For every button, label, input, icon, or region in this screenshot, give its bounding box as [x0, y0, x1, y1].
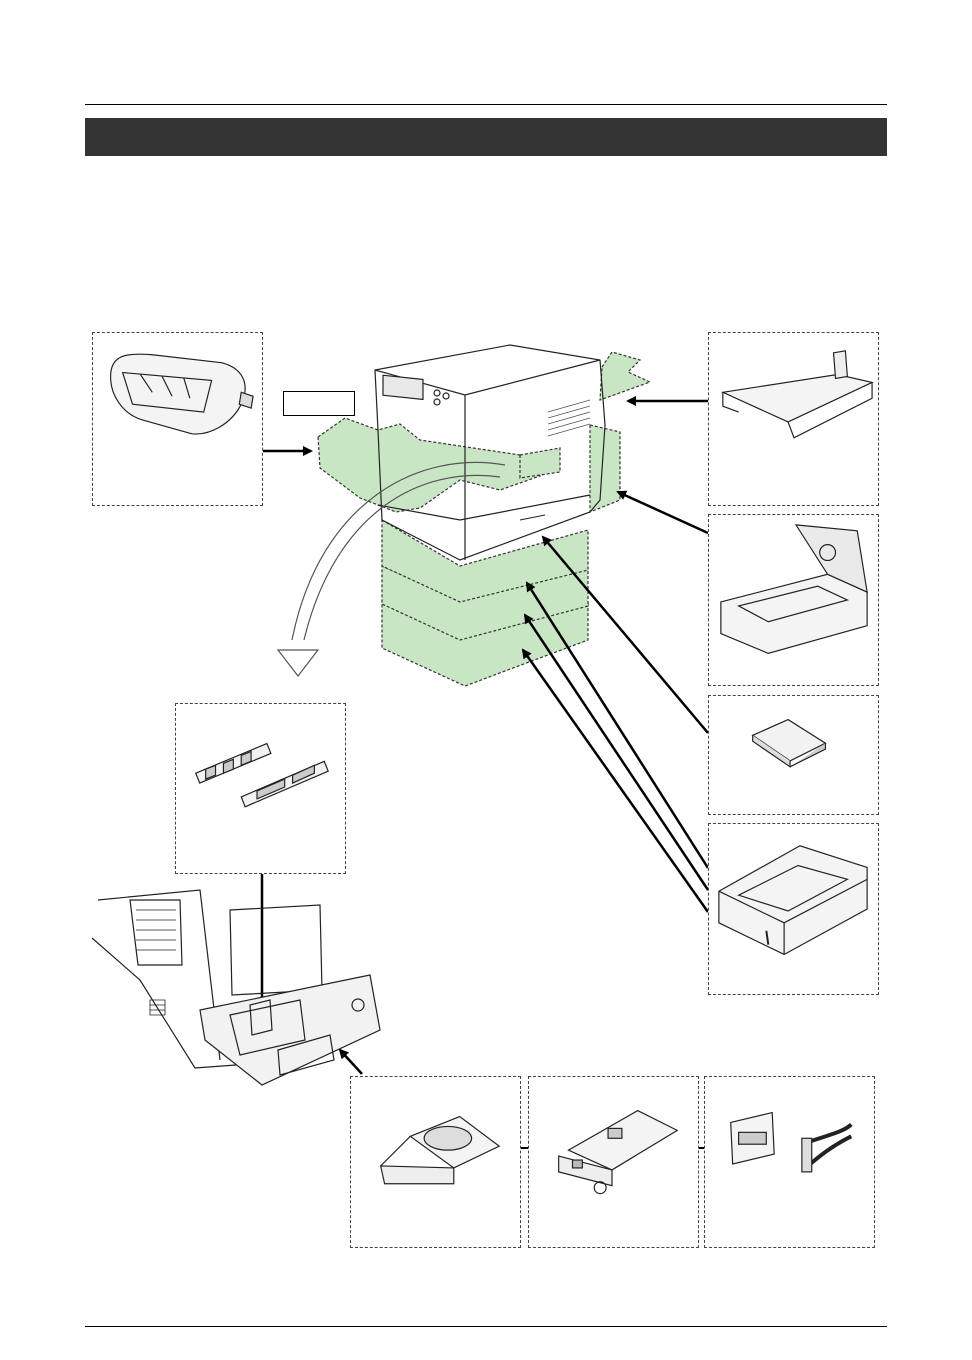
rear-view-curve-arrow — [276, 461, 506, 677]
printer-rear-view — [91, 889, 381, 1086]
dimm-memory-icon — [194, 742, 329, 808]
duplex-unit-shape — [589, 424, 621, 513]
arrow-memory-card — [541, 535, 709, 734]
network-card-box — [528, 1076, 699, 1248]
memory-card-box — [708, 695, 879, 815]
section-banner — [85, 118, 887, 156]
stacked-feeder-shapes — [317, 351, 652, 687]
arrow-duplex-unit — [616, 490, 709, 535]
compactflash-card-icon — [751, 718, 827, 768]
output-tray-shape — [599, 351, 652, 401]
paper-feeder-icon — [718, 845, 868, 956]
side-slot-shape — [519, 447, 561, 479]
envelope-feeder-shape — [317, 417, 542, 513]
header-rule — [85, 104, 887, 105]
hard-disk-box — [350, 1076, 521, 1248]
envelope-feeder-box — [92, 332, 263, 506]
duplex-unit-icon — [720, 524, 868, 654]
output-tray-box — [708, 332, 879, 506]
arrow-interface-slot — [338, 1048, 363, 1075]
paper-feeder-box — [708, 823, 879, 995]
envelope-feeder-icon — [110, 353, 254, 435]
network-interface-card-icon — [558, 1109, 679, 1195]
arrow-paper-feeder-3 — [521, 648, 710, 913]
serial-interface-kit-icon — [730, 1111, 853, 1173]
output-tray-icon — [720, 350, 874, 439]
memory-modules-box — [175, 703, 346, 874]
printer-body — [374, 344, 606, 561]
arrow-paper-feeder-2 — [523, 613, 710, 891]
serial-interface-box — [704, 1076, 875, 1248]
callout-label — [283, 391, 355, 416]
duplex-unit-box — [708, 514, 879, 686]
hard-disk-icon — [379, 1115, 501, 1185]
arrow-paper-feeder-1 — [525, 581, 710, 869]
paper-feeder-1-shape — [381, 518, 589, 603]
footer-rule — [85, 1326, 887, 1327]
